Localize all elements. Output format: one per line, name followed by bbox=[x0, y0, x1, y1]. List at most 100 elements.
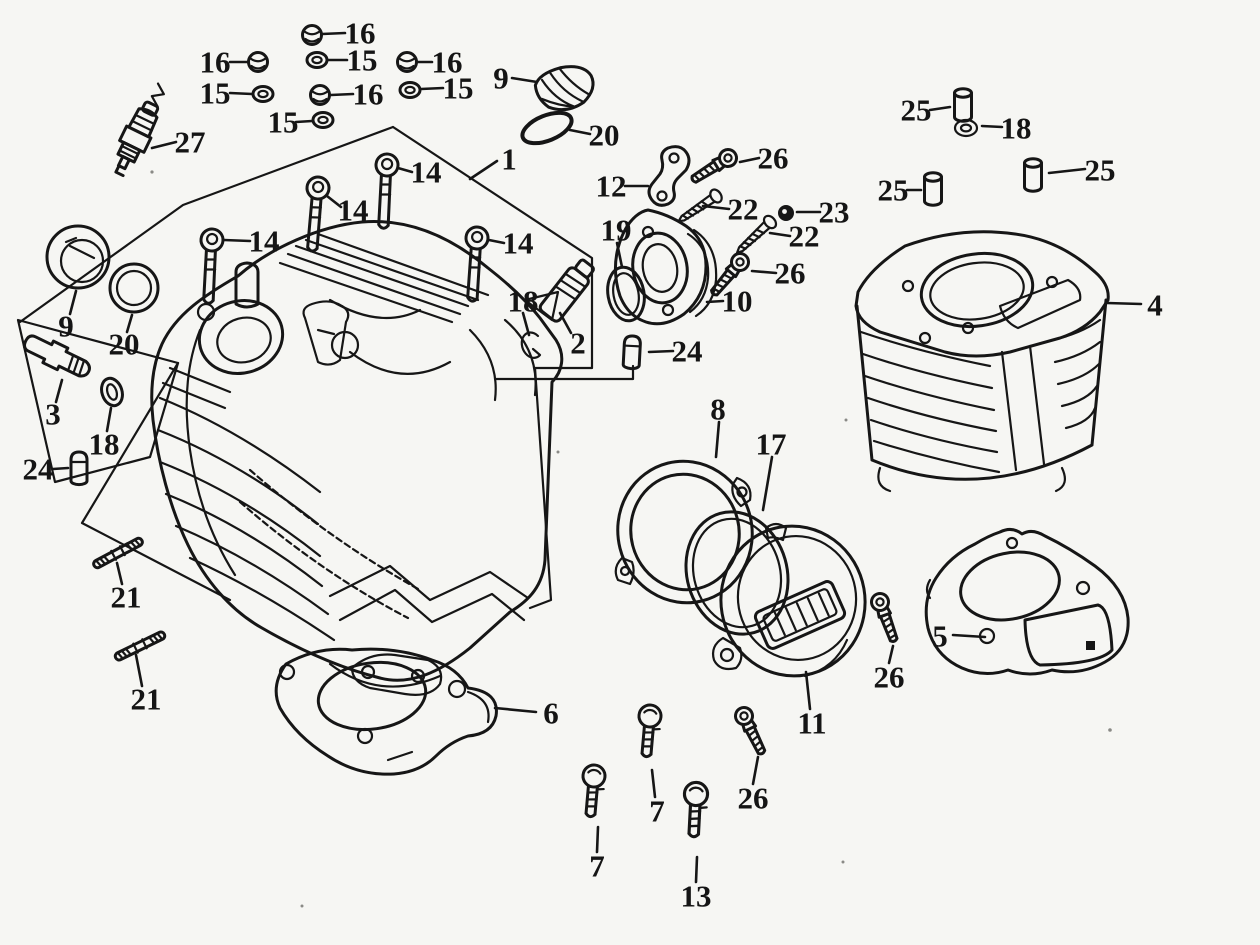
callout-label: 14 bbox=[411, 155, 442, 190]
leader-line bbox=[705, 299, 725, 304]
nut-23 bbox=[778, 205, 794, 221]
callout-label: 15 bbox=[268, 105, 299, 140]
callout-21-37: 21 bbox=[111, 561, 142, 615]
leader-line bbox=[510, 76, 539, 84]
leader-line bbox=[768, 231, 792, 238]
callout-1-11: 1 bbox=[468, 142, 517, 181]
leader-line bbox=[396, 166, 414, 174]
cap-nut-16 bbox=[301, 24, 323, 46]
callout-17-41: 17 bbox=[756, 427, 787, 512]
callout-25-29: 25 bbox=[878, 173, 923, 208]
leader-line bbox=[320, 31, 347, 36]
leader-line bbox=[125, 313, 134, 334]
washer-nut-15 bbox=[311, 111, 335, 129]
leader-line bbox=[887, 644, 895, 665]
callout-label: 18 bbox=[1001, 111, 1032, 146]
dowel-pin-25 bbox=[1023, 157, 1043, 193]
callout-26-25: 26 bbox=[750, 256, 806, 291]
callout-8-40: 8 bbox=[710, 392, 726, 459]
leader-line bbox=[105, 406, 113, 433]
leader-line bbox=[68, 289, 78, 316]
leader-line bbox=[493, 706, 538, 714]
dowel-pin-25 bbox=[953, 87, 973, 123]
leader-line bbox=[294, 119, 314, 124]
callout-26-43: 26 bbox=[874, 644, 905, 695]
leader-line bbox=[487, 238, 506, 245]
callout-label: 5 bbox=[932, 619, 948, 654]
callout-19-23: 19 bbox=[601, 213, 632, 269]
flange-bolt-26 bbox=[867, 589, 904, 646]
cam-tensioner-2 bbox=[538, 258, 595, 323]
washer-nut-15 bbox=[251, 85, 275, 103]
leader-line bbox=[714, 420, 721, 459]
sealing-bolt-24 bbox=[621, 334, 643, 371]
o-ring-18-left bbox=[100, 376, 124, 408]
callout-label: 14 bbox=[249, 224, 280, 259]
callout-label: 18 bbox=[508, 284, 539, 319]
callout-label: 23 bbox=[819, 195, 850, 230]
leader-line bbox=[150, 140, 178, 150]
callout-7-46: 7 bbox=[589, 825, 605, 884]
cable-bracket-12 bbox=[647, 145, 691, 207]
tappet-cap-9-left bbox=[45, 224, 111, 290]
callout-label: 7 bbox=[589, 849, 605, 884]
flange-bolt-26 bbox=[731, 703, 772, 759]
leader-line bbox=[804, 670, 812, 711]
callout-7-47: 7 bbox=[649, 768, 665, 829]
callout-5-44: 5 bbox=[932, 619, 987, 654]
flange-bolt-7 bbox=[633, 702, 664, 760]
callout-11-42: 11 bbox=[797, 670, 827, 741]
flange-bolt-13 bbox=[679, 780, 710, 840]
callout-label: 15 bbox=[443, 71, 474, 106]
callout-label: 25 bbox=[1085, 153, 1116, 188]
callout-16-2: 16 bbox=[320, 16, 376, 51]
intake-manifold-group bbox=[606, 144, 794, 371]
callout-label: 22 bbox=[728, 192, 759, 227]
head-bolts-14 bbox=[192, 151, 491, 306]
callout-16-4: 16 bbox=[329, 77, 384, 112]
callout-label: 2 bbox=[570, 326, 586, 361]
callout-label: 21 bbox=[111, 580, 142, 615]
head-bolt-14 bbox=[296, 174, 332, 254]
callout-label: 9 bbox=[58, 309, 74, 344]
callout-13-48: 13 bbox=[681, 855, 712, 914]
leader-line bbox=[701, 204, 731, 211]
spark-plug bbox=[114, 82, 165, 178]
callout-15-5: 15 bbox=[268, 105, 314, 140]
callout-14-14: 14 bbox=[396, 155, 442, 190]
leader-line bbox=[222, 238, 252, 243]
cover-stack bbox=[614, 459, 867, 678]
cylinder-4 bbox=[854, 230, 1110, 493]
intake-manifold-10 bbox=[613, 208, 718, 326]
callout-label: 24 bbox=[672, 334, 703, 369]
callout-label: 14 bbox=[503, 226, 534, 261]
callout-label: 26 bbox=[775, 256, 806, 291]
leader-line bbox=[750, 269, 778, 275]
callout-18-35: 18 bbox=[89, 406, 120, 462]
exhaust-stud-21 bbox=[112, 628, 168, 664]
cap-nut-16 bbox=[309, 84, 331, 106]
callout-23-21: 23 bbox=[795, 195, 850, 230]
callout-label: 26 bbox=[874, 660, 905, 695]
leader-line bbox=[134, 653, 144, 688]
leader-line bbox=[568, 128, 592, 136]
callout-label: 6 bbox=[543, 696, 559, 731]
leader-line bbox=[325, 194, 343, 209]
callout-16-6: 16 bbox=[415, 45, 463, 80]
callout-label: 11 bbox=[797, 706, 826, 741]
callout-20-33: 20 bbox=[109, 313, 140, 362]
callout-label: 21 bbox=[131, 682, 162, 717]
callout-22-20: 22 bbox=[701, 192, 759, 227]
callout-label: 17 bbox=[756, 427, 787, 462]
callout-6-39: 6 bbox=[493, 696, 559, 731]
leader-line bbox=[751, 755, 760, 786]
callout-24-26: 24 bbox=[647, 334, 703, 369]
leader-line bbox=[558, 311, 573, 335]
callout-18-28: 18 bbox=[980, 111, 1032, 146]
leader-line bbox=[228, 91, 254, 96]
callout-label: 14 bbox=[338, 193, 369, 228]
o-ring-20-left bbox=[108, 262, 160, 314]
